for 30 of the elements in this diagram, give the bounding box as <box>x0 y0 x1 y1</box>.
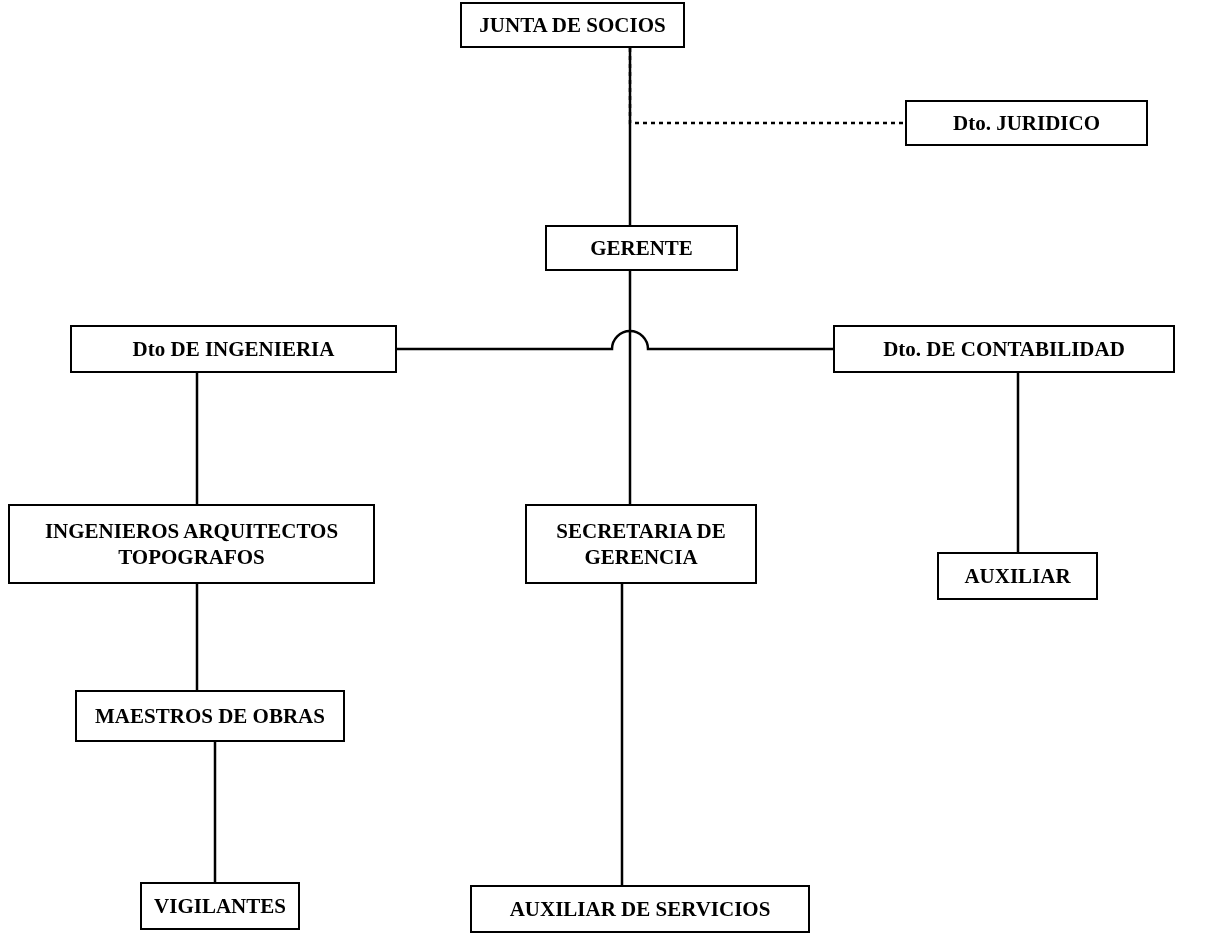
connector-line <box>213 742 217 882</box>
connector-line <box>620 584 624 885</box>
connector-line <box>195 373 199 504</box>
box-label: Dto. JURIDICO <box>953 110 1100 136</box>
box-label: Dto. DE CONTABILIDAD <box>883 336 1125 362</box>
org-box <box>8 504 375 584</box>
connector-line <box>195 584 199 690</box>
org-box <box>525 504 757 584</box>
box-label: JUNTA DE SOCIOS <box>479 12 666 38</box>
box-label: INGENIEROS ARQUITECTOS TOPOGRAFOS <box>43 518 340 570</box>
box-label: AUXILIAR DE SERVICIOS <box>509 896 771 922</box>
org-box <box>937 552 1098 600</box>
box-label: VIGILANTES <box>154 893 286 919</box>
org-box <box>833 325 1175 373</box>
org-box <box>905 100 1148 146</box>
connector-line <box>628 271 632 504</box>
dashed-connector <box>628 48 905 125</box>
box-label: Dto DE INGENIERIA <box>132 336 335 362</box>
org-box <box>460 2 685 48</box>
box-label: GERENTE <box>590 235 693 261</box>
box-label: MAESTROS DE OBRAS <box>95 703 325 729</box>
org-box <box>140 882 300 930</box>
org-box <box>470 885 810 933</box>
connector-line <box>1016 373 1020 552</box>
box-label: SECRETARIA DE GERENCIA <box>555 518 727 570</box>
org-box <box>75 690 345 742</box>
org-box <box>70 325 397 373</box>
box-label: AUXILIAR <box>964 563 1071 589</box>
connector-line <box>397 329 833 351</box>
org-box <box>545 225 738 271</box>
